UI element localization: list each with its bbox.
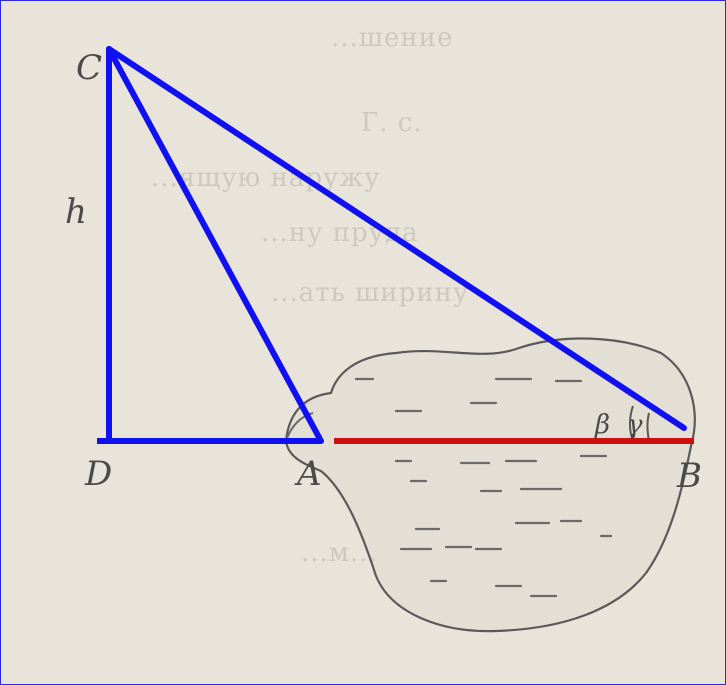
pond-outline [284, 337, 696, 633]
bg-text-line: ...ать ширину [271, 278, 469, 308]
water-hatching [354, 377, 613, 598]
label-d: D [84, 454, 112, 494]
bg-text-line: ...шение [331, 23, 453, 53]
label-gamma: γ [627, 410, 643, 440]
bg-text-line: ...ну пруда [261, 218, 418, 248]
label-beta: β [594, 410, 610, 440]
label-b: B [676, 456, 702, 496]
bg-text-line: Г. с. [361, 108, 423, 138]
label-c: C [76, 48, 102, 88]
label-a: A [294, 454, 322, 494]
label-h: h [65, 192, 87, 232]
angle-arc-a [285, 412, 314, 442]
triangle-lines [97, 46, 687, 444]
bg-text-line: ...ящую наружу [151, 163, 381, 193]
segment-ca [106, 46, 324, 444]
background-text: ...шение Г. с. ...ящую наружу ...ну пруд… [151, 23, 469, 568]
segment-cb [106, 46, 687, 431]
